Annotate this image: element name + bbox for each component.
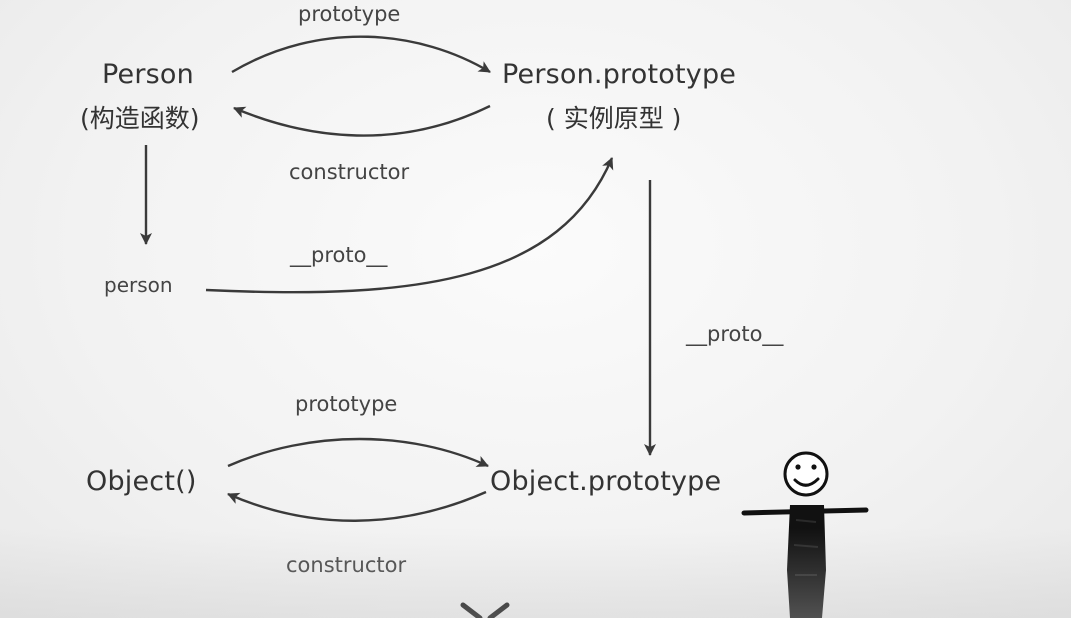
label-object-prototype: prototype (295, 392, 398, 416)
smiley-stick-figure-icon (741, 451, 869, 618)
node-person-title: Person (102, 59, 194, 90)
edge-person-constructor (233, 104, 491, 137)
label-person-constructor: constructor (289, 160, 410, 184)
label-proto-chain: __proto__ (686, 322, 784, 346)
label-person-prototype: prototype (298, 2, 401, 26)
node-object-ctor: Object() (86, 466, 197, 497)
edge-person-prototype (231, 35, 491, 74)
node-person-prototype-title: Person.prototype (502, 59, 737, 90)
node-object-prototype: Object.prototype (490, 466, 722, 497)
label-object-constructor: constructor (286, 553, 407, 577)
edge-object-constructor (227, 490, 487, 522)
edge-instance-proto (205, 157, 614, 294)
label-instance-proto: __proto__ (290, 243, 388, 267)
partial-cross-mark (460, 602, 510, 618)
edge-object-prototype (227, 437, 489, 468)
node-person-prototype-subtitle: ( 实例原型 ) (546, 104, 682, 133)
node-person-instance: person (104, 273, 173, 297)
node-person-subtitle: (构造函数) (80, 104, 200, 133)
